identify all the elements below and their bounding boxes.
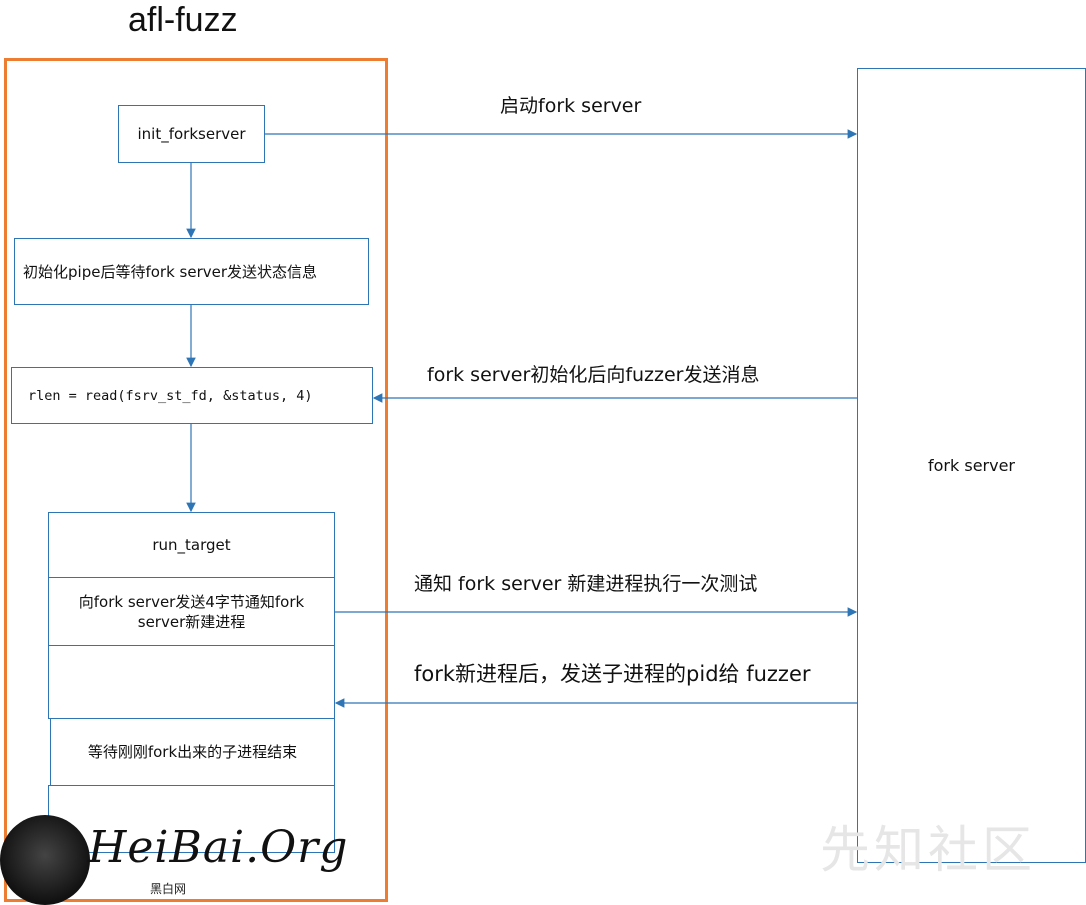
empty-bottom-box <box>48 785 335 853</box>
afl-fuzz-frame <box>4 58 388 902</box>
heibai-logo-subtext: 黑白网 <box>150 882 187 896</box>
heibai-logo-icon <box>0 815 90 905</box>
fork-server-box: fork server <box>857 68 1086 863</box>
notify-label-line1: 向fork server发送4字节通知fork <box>78 592 305 611</box>
xianzhi-watermark: 先知社区 <box>820 821 1036 879</box>
wait-child-box: 等待刚刚fork出来的子进程结束 <box>50 718 335 786</box>
label-pid: fork新进程后，发送子进程的pid给 fuzzer <box>414 662 811 686</box>
fork-server-label: fork server <box>928 455 1015 475</box>
heibai-logo-text: HeiBai.Org <box>88 822 349 873</box>
notify-forkserver-box: 向fork server发送4字节通知fork server新建进程 <box>48 577 335 646</box>
read-status-box: rlen = read(fsrv_st_fd, &status, 4) <box>11 367 373 424</box>
pipe-wait-label: 初始化pipe后等待fork server发送状态信息 <box>23 262 318 281</box>
run-target-label: run_target <box>152 536 231 554</box>
label-start-forkserver: 启动fork server <box>500 95 642 117</box>
label-notify: 通知 fork server 新建进程执行一次测试 <box>414 573 758 595</box>
pipe-wait-box: 初始化pipe后等待fork server发送状态信息 <box>14 238 369 305</box>
notify-label-line2: server新建进程 <box>137 612 246 631</box>
run-target-box: run_target <box>48 512 335 578</box>
read-status-code: rlen = read(fsrv_st_fd, &status, 4) <box>28 387 313 404</box>
empty-step-box <box>48 645 335 719</box>
wait-child-label: 等待刚刚fork出来的子进程结束 <box>87 743 298 761</box>
init-forkserver-label: init_forkserver <box>137 125 246 143</box>
init-forkserver-box: init_forkserver <box>118 105 265 163</box>
diagram-title: afl-fuzz <box>128 1 238 39</box>
label-init-message: fork server初始化后向fuzzer发送消息 <box>427 364 760 386</box>
